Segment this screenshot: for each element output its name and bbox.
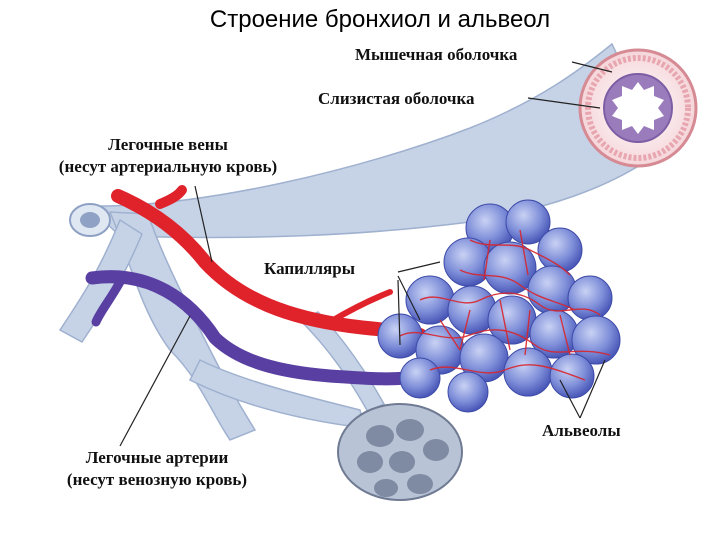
label-pulmonary-arteries-note: (несут венозную кровь) (66, 470, 248, 489)
capillary-network (399, 229, 611, 381)
alveolar-sac-section (337, 403, 463, 501)
label-capillaries: Капилляры (264, 259, 355, 278)
pulmonary-artery (85, 270, 412, 386)
label-pulmonary-veins-note: (несут артериальную кровь) (58, 157, 278, 176)
leader-lines (119, 61, 613, 447)
label-pulmonary-veins-title: Легочные вены (108, 135, 228, 154)
label-pulmonary-arteries: Легочные артерии (несут венозную кровь) (32, 447, 282, 491)
alveoli-cluster (377, 199, 621, 413)
label-alveoli: Альвеолы (542, 421, 621, 440)
diagram-title: Строение бронхиол и альвеол (209, 6, 551, 33)
label-muscular-layer: Мышечная оболочка (355, 45, 518, 64)
label-mucous-layer: Слизистая оболочка (318, 89, 475, 108)
label-pulmonary-arteries-title: Легочные артерии (85, 448, 229, 467)
bronchiole-cross-section (578, 48, 698, 168)
label-pulmonary-veins: Легочные вены (несут артериальную кровь) (18, 134, 318, 178)
